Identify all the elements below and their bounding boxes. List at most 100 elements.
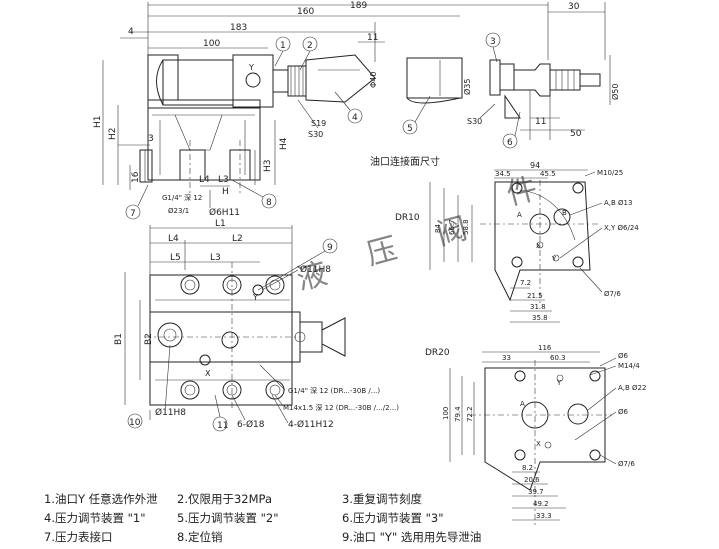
callout-1: 1 <box>280 41 286 51</box>
plan-view: L1 L4 L2 L5 L3 X Y B1 <box>114 219 399 432</box>
plan-phi11h12: 4-Ø11H12 <box>288 419 334 430</box>
plan-x: X <box>205 369 211 378</box>
dr10-94: 94 <box>530 161 540 170</box>
legend-item-3: 3.重复调节刻度 <box>342 492 422 506</box>
dr20-y: Y <box>556 379 562 387</box>
legend-item-1: 1.油口Y 任意选作外泄 <box>44 492 158 506</box>
plan-phi11h8-bot: Ø11H8 <box>155 407 186 418</box>
dr10-215: 21.5 <box>527 292 543 300</box>
dim-h1: H1 <box>93 116 103 129</box>
dr10-a: A <box>517 211 522 219</box>
callout-6: 6 <box>507 138 513 148</box>
dr10-358: 35.8 <box>532 314 548 322</box>
dim-100: 100 <box>203 39 220 49</box>
legend-item-7: 7.压力表接口 <box>44 530 113 544</box>
dr20-722: 72.2 <box>466 406 474 422</box>
callout-4: 4 <box>352 113 358 123</box>
dr20-206: 20.6 <box>524 476 540 484</box>
dim-g14: G1/4" 深 12 <box>162 193 202 202</box>
dr20-pattern: DR20 116 33 60.3 Ø6 M14/4 A,B Ø22 Ø6 Ø7/… <box>425 344 646 525</box>
dr20-phi7: Ø7/6 <box>618 460 635 468</box>
dim-30: 30 <box>568 2 580 12</box>
legend-item-9: 9.油口 "Y" 选用用先导泄油 <box>342 530 482 544</box>
plan-l2: L2 <box>232 234 243 244</box>
dr10-label: DR10 <box>395 213 420 223</box>
dim-phi6h11: Ø6H11 <box>209 207 240 218</box>
callout-3: 3 <box>490 37 496 47</box>
plan-l5: L5 <box>170 253 181 263</box>
dim-16: 16 <box>131 171 141 183</box>
dr10-b: B <box>562 209 567 217</box>
dim-11: 11 <box>367 33 378 43</box>
dim-s30b: S30 <box>467 117 482 126</box>
plan-l3: L3 <box>210 253 221 263</box>
dim-h2: H2 <box>108 128 118 141</box>
callout-11: 11 <box>217 421 228 431</box>
watermark-char-1: 液 <box>293 256 331 298</box>
dim-phi35: Ø35 <box>462 79 472 95</box>
dr10-y: Y <box>551 255 557 263</box>
dr10-667: 66.7 <box>448 219 456 235</box>
watermark: 液 压 阀 件 <box>293 171 541 298</box>
dr10-84: 84 <box>434 224 442 233</box>
legend-item-8: 8.定位销 <box>177 530 223 544</box>
dr20-a: A <box>520 400 525 408</box>
legend: 1.油口Y 任意选作外泄 2.仅限用于32MPa 3.重复调节刻度 4.压力调节… <box>44 490 704 547</box>
dim-183: 183 <box>230 23 247 33</box>
dr10-455: 45.5 <box>540 170 556 178</box>
dim-11b: 11 <box>535 117 546 127</box>
side-elevation: Y Φ40 H1 H2 3 16 H4 H3 <box>93 54 378 218</box>
plan-b2: B2 <box>144 333 154 345</box>
dr10-345: 34.5 <box>495 170 511 178</box>
dr20-ab: A,B Ø22 <box>618 384 646 392</box>
dr10-x: X <box>536 242 541 250</box>
callout-2: 2 <box>307 41 313 51</box>
dim-h3: H3 <box>263 160 273 173</box>
dim-3: 3 <box>148 134 154 144</box>
dim-phi40: Φ40 <box>369 72 378 88</box>
svg-text:H: H <box>222 187 229 197</box>
dr20-100: 100 <box>442 407 450 420</box>
dim-l3-side: L3 <box>218 175 229 185</box>
plan-l1: L1 <box>215 219 226 229</box>
watermark-char-2: 压 <box>363 231 401 273</box>
dr10-phi6: X,Y Ø6/24 <box>604 224 639 232</box>
dr20-x: X <box>536 440 541 448</box>
plan-m14: M14x1.5 深 12 (DR...-30B /.../2...) <box>283 403 399 412</box>
dr10-72: 7.2 <box>520 279 531 287</box>
dr10-pattern: 94 34.5 45.5 M10/25 A B X Y A,B Ø13 X,Y … <box>395 161 639 323</box>
dr20-397: 39.7 <box>528 488 544 496</box>
top-dimensions: 189 160 183 100 4 11 30 <box>120 1 606 62</box>
watermark-char-3: 阀 <box>433 211 471 253</box>
dr10-m10: M10/25 <box>597 169 623 177</box>
dr20-33: 33 <box>502 354 511 362</box>
legend-item-6: 6.压力调节装置 "3" <box>342 511 444 525</box>
dr20-492: 49.2 <box>533 500 549 508</box>
dr20-603: 60.3 <box>550 354 566 362</box>
alt-pilot-views: Ø35 Ø50 11 50 S30 <box>406 55 620 140</box>
dr10-phi18: A,B Ø13 <box>604 199 632 207</box>
watermark-char-4: 件 <box>503 171 541 213</box>
plan-g14: G1/4" 深 12 (DR...-30B /...) <box>288 386 380 395</box>
dr10-318: 31.8 <box>530 303 546 311</box>
callouts-top: 1 2 3 4 5 6 7 8 <box>125 32 521 220</box>
callout-5: 5 <box>407 124 413 134</box>
plan-y: Y <box>252 293 258 302</box>
callout-9: 9 <box>327 243 333 253</box>
plan-phi11h8-top: Ø11H8 <box>300 264 331 275</box>
dim-phi23: Ø23/1 <box>168 207 189 215</box>
dr20-333: 33.3 <box>536 512 552 520</box>
dr20-m14: M14/4 <box>618 362 640 370</box>
dim-l4-side: L4 <box>199 175 210 185</box>
callout-10: 10 <box>129 418 141 428</box>
port-title: 油口连接面尺寸 <box>370 155 440 168</box>
dim-s30a: S30 <box>308 130 323 139</box>
legend-item-5: 5.压力调节装置 "2" <box>177 511 279 525</box>
dr10-588: 58.8 <box>462 219 470 235</box>
dim-h4: H4 <box>279 137 289 150</box>
legend-item-4: 4.压力调节装置 "1" <box>44 511 146 525</box>
dim-phi50: Ø50 <box>610 84 620 100</box>
dr20-116: 116 <box>538 344 552 352</box>
svg-text:Y: Y <box>248 63 254 72</box>
